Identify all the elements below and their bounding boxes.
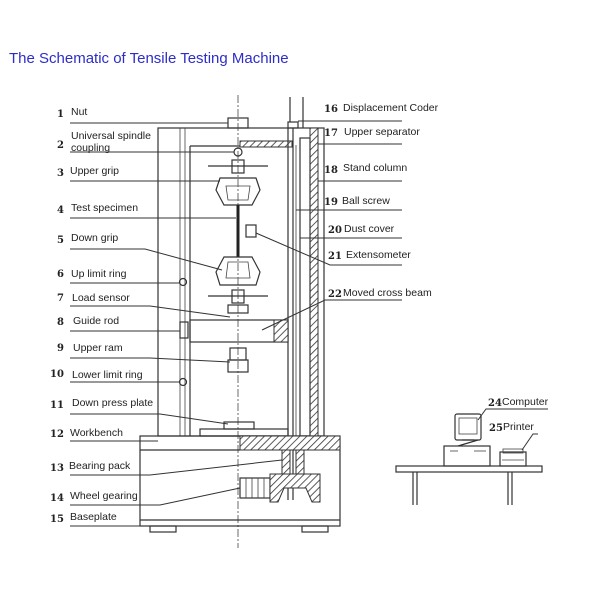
label-num-8: 8 [57,317,64,328]
down-press-plate [223,421,255,430]
extensometer [245,224,257,238]
computer-desk [395,465,543,505]
load-sensor [227,304,249,314]
label-nut: Nut [71,106,87,118]
label-num-18: 18 [324,165,338,176]
label-num-24: 24 [488,398,502,409]
moved-cross-beam [189,319,289,343]
upper-ram [227,347,249,373]
label-load-sensor: Load sensor [72,292,130,304]
label-universal-spindle: Universal spindle [71,130,151,142]
desk-leader-lines [477,408,548,451]
label-upper-separator: Upper separator [344,126,420,138]
label-upper-ram: Upper ram [73,342,123,354]
baseplate [140,519,340,533]
label-num-15: 15 [50,514,64,525]
label-num-3: 3 [57,168,64,179]
desk-labels: 24 Computer 25 Printer [488,396,549,434]
label-dust-cover: Dust cover [344,223,395,235]
upper-separator [239,140,293,148]
label-num-6: 6 [57,269,64,280]
right-labels: 16 Displacement Coder 17 Upper separator… [324,102,439,300]
displacement-coder [287,121,299,129]
label-num-22: 22 [328,289,342,300]
label-num-17: 17 [324,128,338,139]
label-num-1: 1 [57,109,64,120]
label-num-16: 16 [324,104,338,115]
label-num-4: 4 [57,205,64,216]
up-limit-ring [178,277,188,287]
label-num-20: 20 [328,225,342,236]
upper-grip [208,159,268,206]
guide-rod-bushing [179,321,189,339]
label-num-13: 13 [50,463,64,474]
label-num-10: 10 [50,369,64,380]
label-ball-screw: Ball screw [342,195,390,207]
diagram-title: The Schematic of Tensile Testing Machine [9,50,289,67]
label-displacement-coder: Displacement Coder [343,102,439,114]
label-num-5: 5 [57,235,64,246]
label-baseplate: Baseplate [70,511,117,523]
label-printer: Printer [503,421,534,433]
label-coupling: coupling [71,142,110,154]
label-num-7: 7 [57,293,64,304]
label-down-press-plate: Down press plate [72,397,153,409]
label-lower-limit-ring: Lower limit ring [72,369,143,381]
machine-frame [157,127,325,437]
label-num-14: 14 [50,493,64,504]
label-test-specimen: Test specimen [71,202,138,214]
leader-lines-right [255,120,402,331]
label-computer: Computer [502,396,549,408]
leader-lines-left [70,122,283,527]
label-num-12: 12 [50,429,64,440]
wheel-gearing [239,473,321,503]
label-bearing-pack: Bearing pack [69,460,131,472]
down-grip [208,256,268,304]
label-upper-grip: Upper grip [70,165,119,177]
label-workbench: Workbench [70,427,123,439]
label-wheel-gearing: Wheel gearing [70,490,138,502]
label-num-21: 21 [328,251,342,262]
label-up-limit-ring: Up limit ring [71,268,127,280]
label-extensometer: Extensometer [346,249,411,261]
label-moved-cross-beam: Moved cross beam [343,287,432,299]
stand-column [309,127,319,437]
label-num-19: 19 [324,197,338,208]
printer-icon [499,448,527,467]
label-num-11: 11 [50,400,64,411]
label-stand-column: Stand column [343,162,407,174]
label-guide-rod: Guide rod [73,315,119,327]
computer-icon [443,413,491,467]
label-down-grip: Down grip [71,232,118,244]
left-labels: 1 Nut 2 Universal spindle coupling 3 Upp… [50,106,153,525]
lower-limit-ring [178,377,188,387]
label-num-25: 25 [489,423,503,434]
label-num-2: 2 [57,140,64,151]
label-num-9: 9 [57,343,64,354]
